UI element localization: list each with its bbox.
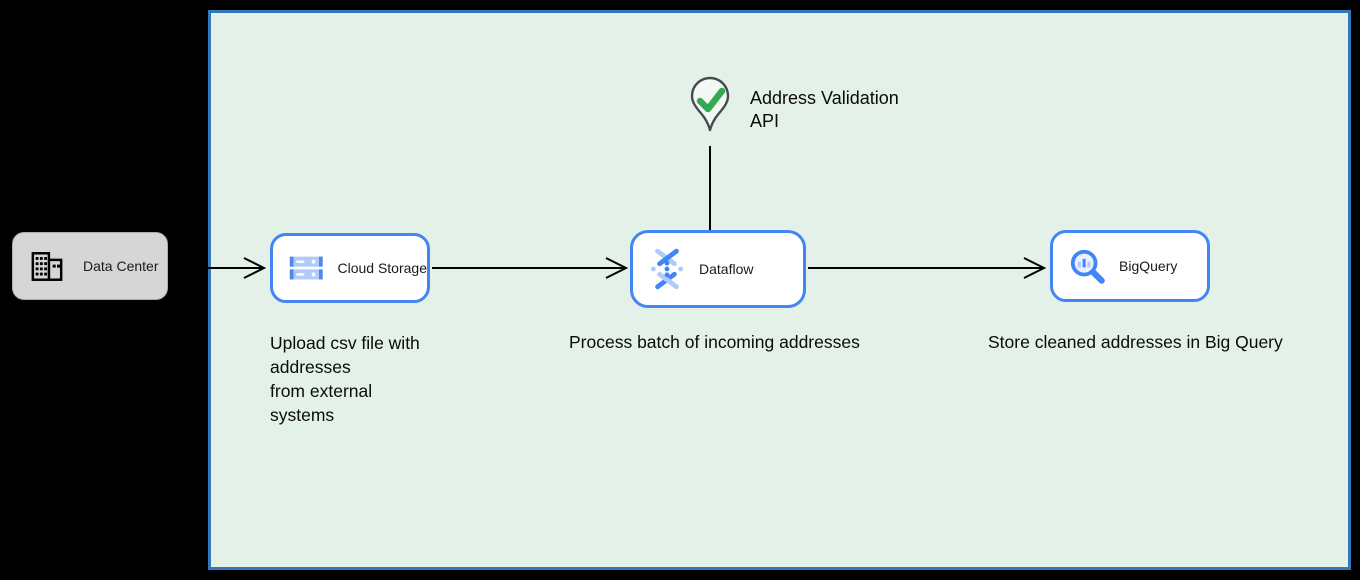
dataflow-label: Dataflow [699,261,754,277]
address-validation-pin-icon [690,76,730,132]
address-validation-api-label: Address Validation API [750,88,899,131]
bigquery-caption: Store cleaned addresses in Big Query [988,332,1283,352]
bigquery-icon [1070,249,1105,284]
data-center-label: Data Center [83,258,159,274]
cloud-storage-label: Cloud Storage [337,260,427,276]
dataflow-icon [650,248,684,290]
node-data-center: Data Center [12,232,168,300]
node-bigquery: BigQuery [1050,230,1210,302]
cloud-storage-caption: Upload csv file with addresses from exte… [270,333,420,425]
dataflow-caption: Process batch of incoming addresses [569,332,860,352]
node-dataflow: Dataflow [630,230,806,308]
node-cloud-storage: Cloud Storage [270,233,430,303]
data-center-icon [31,251,63,281]
bigquery-label: BigQuery [1119,258,1178,274]
cloud-storage-icon [289,256,323,279]
